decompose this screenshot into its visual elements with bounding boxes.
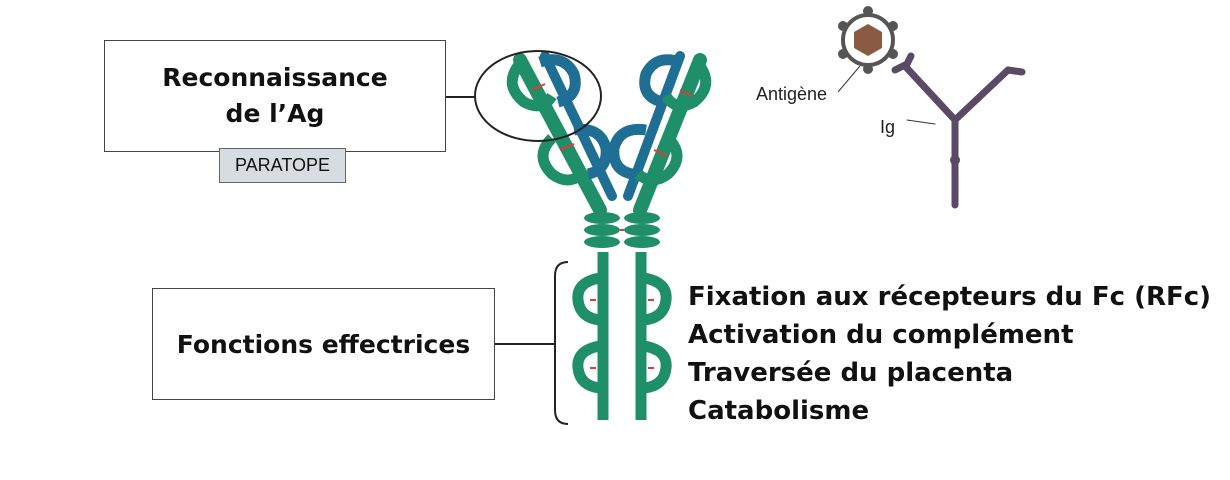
antigen-label: Antigène (756, 84, 828, 104)
effector-function-list: Fixation aux récepteurs du Fc (RFc) Acti… (688, 278, 1211, 430)
effector-function-item: Catabolisme (688, 396, 870, 426)
recognition-title-line1: Reconnaissance (162, 63, 388, 92)
fc-bracket (554, 261, 569, 425)
effector-function-item: Traversée du placenta (688, 358, 1014, 388)
paratope-ellipse (474, 50, 602, 142)
effector-title: Fonctions effectrices (176, 329, 471, 359)
paratope-tag: PARATOPE (219, 148, 346, 183)
recognition-box: Reconnaissance de l’Ag (104, 40, 446, 152)
recognition-title-line2: de l’Ag (225, 99, 325, 128)
ig-label: Ig (880, 117, 896, 137)
hinge-region (584, 212, 660, 248)
variable-domains (506, 54, 712, 112)
inset-ig (891, 52, 1026, 209)
constant-domains-ch1 (537, 123, 683, 186)
inset-antigen (837, 6, 898, 93)
effector-box: Fonctions effectrices (152, 288, 495, 400)
fc-region (572, 252, 672, 420)
effector-function-item: Fixation aux récepteurs du Fc (RFc) (688, 282, 1212, 312)
effector-function-item: Activation du complément (688, 320, 1074, 350)
